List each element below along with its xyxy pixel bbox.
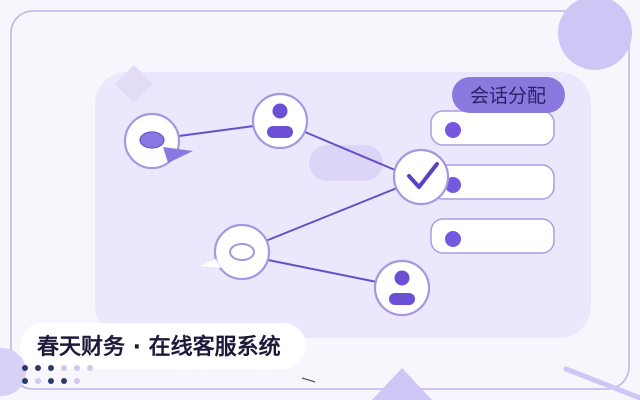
node-agent-2 (373, 259, 431, 317)
deco-circle-bottom-left (0, 348, 26, 396)
status-dot-icon (445, 177, 461, 193)
node-ring (213, 223, 271, 281)
allocation-badge: 会话分配 (452, 77, 565, 113)
session-card-body (430, 218, 555, 254)
node-ring (392, 148, 450, 206)
deco-soft-pill (309, 145, 383, 181)
allocation-badge-bg (452, 77, 565, 113)
deco-circle-top-right (558, 0, 632, 70)
session-card (430, 110, 555, 146)
title-banner-bg (20, 323, 306, 369)
status-dot-icon (445, 231, 461, 247)
session-card (430, 218, 555, 254)
node-hub (392, 148, 450, 206)
chat-bubble-filled-icon (139, 131, 193, 163)
title-banner: 春天财务 · 在线客服系统 (20, 323, 306, 369)
deco-dot-pattern (22, 365, 93, 384)
user-icon (267, 103, 293, 138)
allocation-badge-label: 会话分配 (470, 85, 546, 107)
link-chat-outline-to-agent-2 (267, 259, 378, 283)
deco-diamond (115, 65, 153, 103)
deco-triangle (372, 368, 432, 400)
node-ring (373, 259, 431, 317)
session-card (430, 164, 555, 200)
deco-small-dash (301, 377, 316, 383)
deco-diagonal-stroke (563, 366, 640, 400)
node-agent-1 (251, 92, 309, 150)
link-chat-outline-to-hub (267, 187, 398, 241)
link-chat-to-agent-1 (178, 125, 255, 137)
node-chat-filled (123, 112, 193, 170)
page-title: 春天财务 · 在线客服系统 (37, 334, 281, 360)
chat-bubble-outline-icon (200, 243, 255, 268)
frame-border (10, 10, 630, 390)
node-chat-outline (200, 223, 271, 281)
checkmark-icon (407, 162, 439, 189)
link-agent-1-to-hub (304, 131, 396, 171)
status-dot-icon (445, 122, 461, 138)
node-ring (251, 92, 309, 150)
user-icon (389, 270, 415, 305)
